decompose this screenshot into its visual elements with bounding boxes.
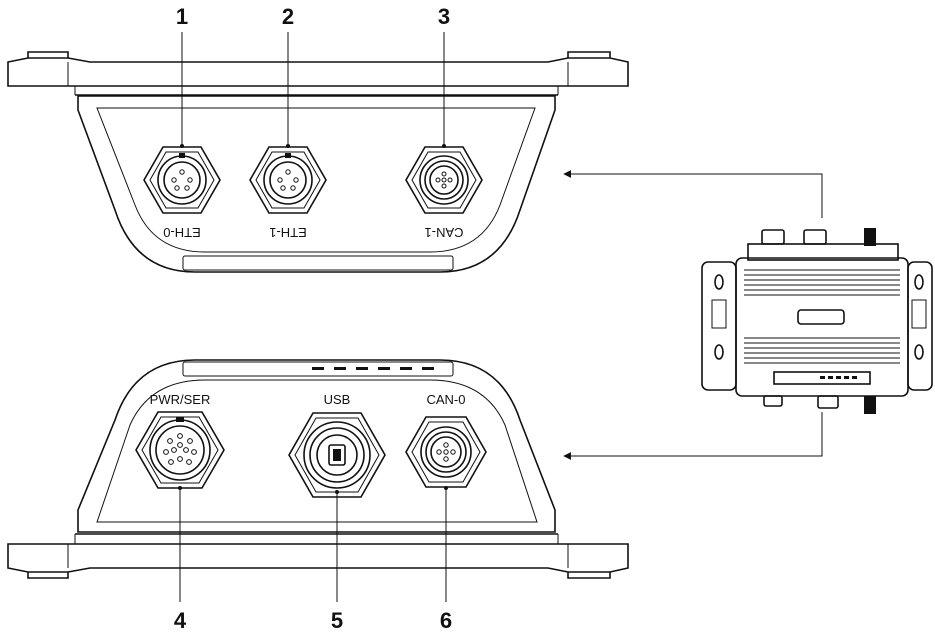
- device-body: [735, 257, 909, 397]
- arrow-to-bottom-view: [563, 412, 823, 460]
- led-strip: [182, 361, 454, 377]
- callout-2: 2: [282, 4, 294, 29]
- ear-recess: [911, 299, 927, 329]
- mount-hole: [914, 344, 924, 360]
- top-body-inner: [96, 107, 536, 253]
- led-indicators: [312, 367, 434, 370]
- device-top-connectors: [747, 228, 899, 261]
- usb-connector: [288, 412, 386, 498]
- device-leds: [820, 376, 857, 379]
- bottom-end-view: PWR/SER USB CAN-0 4 5 6: [7, 359, 629, 633]
- callout-4: 4: [174, 608, 187, 633]
- port-label-eth1: ETH-1: [269, 225, 307, 240]
- leader-dot: [286, 144, 290, 148]
- device-vents-lower: [744, 337, 900, 364]
- device-led-strip: [773, 371, 871, 385]
- callout-1: 1: [176, 4, 188, 29]
- device-top-view: [701, 228, 933, 414]
- callout-5: 5: [331, 608, 343, 633]
- can0-connector: [405, 416, 487, 488]
- flange-tab: [567, 572, 611, 579]
- port-label-pwr-ser: PWR/SER: [150, 392, 211, 407]
- pwr-ser-connector: [135, 411, 225, 489]
- eth0-connector: [143, 146, 221, 214]
- port-label-usb: USB: [324, 392, 351, 407]
- bottom-flange: [7, 543, 629, 573]
- flange-tab: [567, 51, 611, 58]
- callout-3: 3: [438, 4, 450, 29]
- port-label-eth0: ETH-0: [163, 225, 201, 240]
- top-flange: [7, 57, 629, 87]
- mount-hole: [714, 274, 724, 290]
- flange-tab: [27, 51, 69, 58]
- device-left-ear: [701, 261, 737, 391]
- device-right-ear: [907, 261, 933, 391]
- device-label-plate: [797, 309, 845, 325]
- leader-dot: [442, 144, 446, 148]
- eth1-connector: [249, 146, 327, 214]
- bottom-body-inner: [96, 379, 538, 523]
- ear-recess: [711, 299, 727, 329]
- callout-6: 6: [440, 608, 452, 633]
- device-bottom-connectors: [763, 395, 876, 414]
- arrow-to-top-view: [563, 170, 823, 218]
- mount-hole: [914, 274, 924, 290]
- bottom-body: [77, 359, 556, 533]
- flange-tab: [27, 572, 69, 579]
- top-slot: [182, 255, 454, 271]
- port-label-can1: CAN-1: [424, 225, 463, 240]
- top-end-view: ETH-0 ETH-1 CAN-1 1 2 3: [7, 4, 629, 273]
- mount-hole: [714, 344, 724, 360]
- leader-dot: [180, 144, 184, 148]
- device-vents-upper: [744, 269, 900, 296]
- can1-connector: [405, 146, 483, 214]
- port-label-can0: CAN-0: [426, 392, 465, 407]
- top-body: [77, 95, 556, 273]
